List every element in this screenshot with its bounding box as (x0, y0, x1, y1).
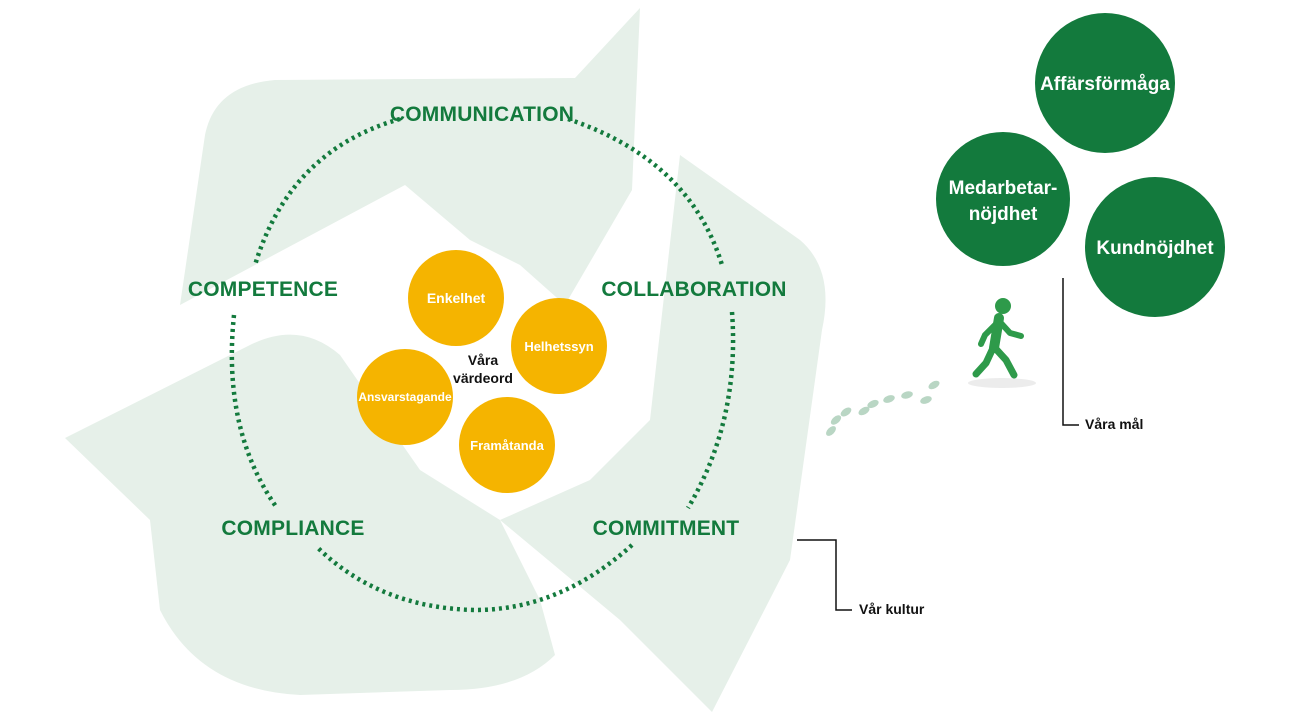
value-circle-ansvarstagande (357, 349, 453, 445)
recycle-arrow-left (65, 334, 555, 695)
walker-arm-front (997, 319, 1024, 339)
value-label-framatanda: Framåtanda (470, 438, 544, 453)
goal-label-medarbetar-line2: nöjdhet (969, 204, 1038, 225)
footprint (826, 426, 836, 436)
goal-label-kundnojdhet: Kundnöjdhet (1096, 238, 1214, 259)
callout-culture-label: Vår kultur (859, 601, 925, 617)
recycle-arrow-right (500, 155, 826, 712)
callout-goals-label: Våra mål (1085, 416, 1143, 432)
callout-goals: Våra mål (1062, 278, 1143, 432)
goals: Affärsförmåga Medarbetar- nöjdhet Kundnö… (936, 13, 1225, 317)
walker-leg-back (972, 344, 997, 378)
walker-leg-front (991, 344, 1018, 379)
footprint (867, 399, 879, 409)
value-label-enkelhet: Enkelhet (427, 290, 486, 306)
recycle-arrow-top (180, 8, 640, 305)
footprint (928, 380, 940, 390)
walking-person-icon (968, 298, 1036, 388)
goal-circle-kundnojdhet (1085, 177, 1225, 317)
value-label-ansvarstagande: Ansvarstagande (358, 390, 452, 404)
label-compliance: COMPLIANCE (221, 517, 364, 540)
goal-circle-medarbetarnojdhet (936, 132, 1070, 266)
label-commitment: COMMITMENT (593, 517, 740, 540)
footprint (840, 407, 852, 417)
callout-culture: Vår kultur (797, 539, 925, 617)
walker-arm-back (978, 320, 1000, 347)
circle-arc-top-left (252, 116, 401, 266)
culture-circle (229, 116, 736, 613)
goal-label-affarsformaga: Affärsförmåga (1040, 74, 1170, 95)
center-label-line2: värdeord (453, 370, 513, 386)
label-communication: COMMUNICATION (390, 103, 574, 126)
goal-label-medarbetar-line1: Medarbetar- (949, 178, 1058, 199)
value-label-helhetssyn: Helhetssyn (524, 339, 593, 354)
footprints-icon (826, 380, 940, 436)
value-circle-helhetssyn (511, 298, 607, 394)
label-competence: COMPETENCE (188, 278, 338, 301)
footprint (830, 415, 842, 425)
footprint (883, 395, 895, 403)
recycle-arrows-icon (65, 8, 826, 712)
circle-arc-left (229, 314, 279, 510)
core-values: Enkelhet Helhetssyn Framåtanda Ansvarsta… (357, 250, 607, 493)
circle-arc-bottom (316, 543, 634, 613)
callout-culture-line (797, 539, 852, 611)
footprint (901, 391, 913, 399)
center-label-line1: Våra (468, 352, 499, 368)
label-collaboration: COLLABORATION (601, 278, 786, 301)
value-circle-framatanda (459, 397, 555, 493)
walker-head (995, 298, 1011, 314)
walker-shadow (968, 378, 1036, 388)
footprint (920, 396, 932, 404)
value-circle-enkelhet (408, 250, 504, 346)
callout-goals-line (1062, 278, 1079, 426)
goal-circle-affarsformaga (1035, 13, 1175, 153)
footprint (858, 406, 870, 416)
